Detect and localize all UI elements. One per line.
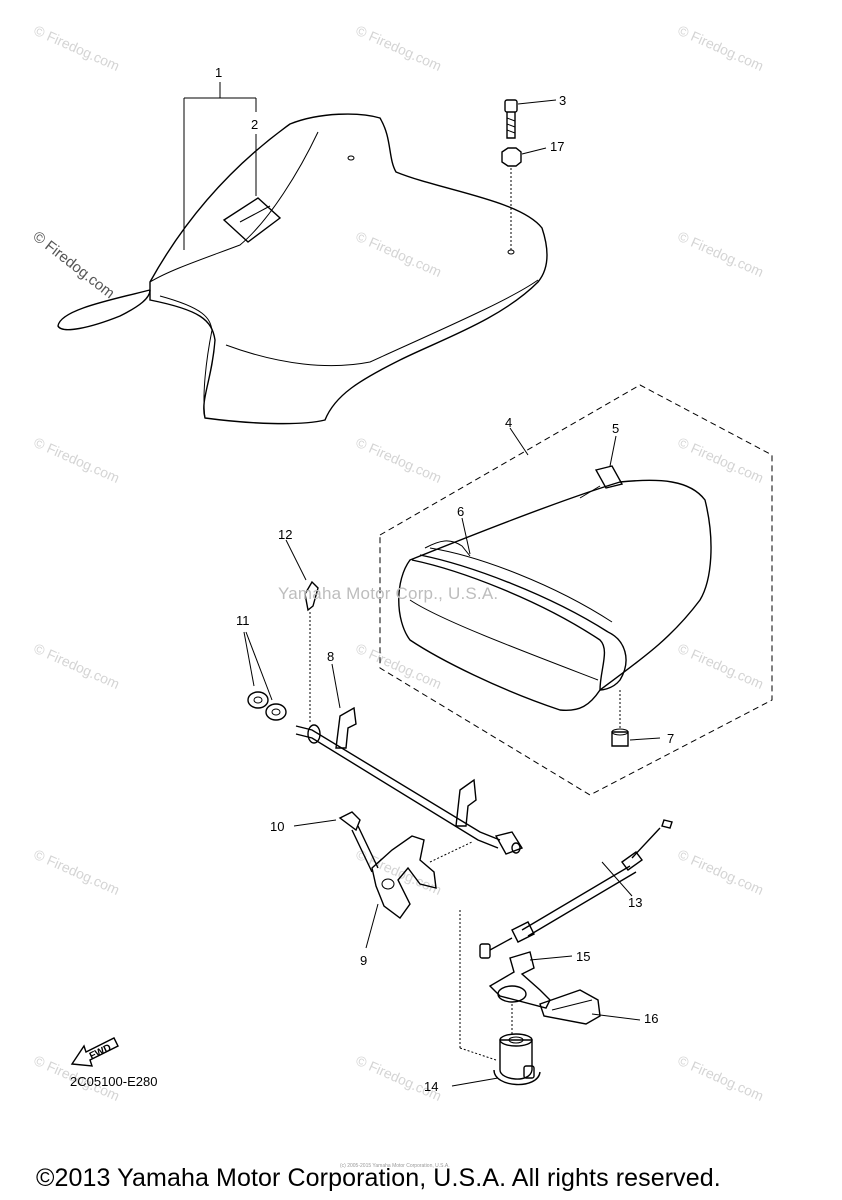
lock-assembly [459, 910, 601, 1086]
callout-3: 3 [559, 93, 567, 108]
callout-15: 15 [576, 949, 591, 964]
copyright-notice: ©2013 Yamaha Motor Corporation, U.S.A. A… [36, 1164, 721, 1192]
center-watermark: Yamaha Motor Corp., U.S.A. [278, 584, 499, 603]
leader-lines [183, 82, 661, 1087]
callout-16: 16 [644, 1011, 659, 1026]
callout-12: 12 [278, 527, 293, 542]
callout-1: 1 [215, 65, 223, 80]
callout-7: 7 [667, 731, 675, 746]
diagram-part-code: 2C05100-E280 [70, 1074, 158, 1089]
latch-bracket [338, 811, 473, 919]
callout-17: 17 [550, 139, 565, 154]
callout-8: 8 [327, 649, 335, 664]
callout-6: 6 [457, 504, 465, 519]
fwd-label: FWD [88, 1042, 113, 1062]
callout-2: 2 [251, 117, 259, 132]
callout-5: 5 [612, 421, 620, 436]
callout-9: 9 [360, 953, 368, 968]
release-cable [479, 819, 673, 959]
callout-4: 4 [505, 415, 513, 430]
bolt-and-collar [501, 99, 522, 255]
kit-boundary [379, 384, 773, 796]
callout-14: 14 [424, 1079, 439, 1094]
latch-rod [243, 580, 524, 855]
fine-print: (c) 2005-2015 Yamaha Motor Corporation, … [340, 1163, 450, 1169]
seat-assembly [57, 113, 548, 425]
forward-arrow-icon: FWD [70, 1037, 119, 1067]
callout-13: 13 [628, 895, 643, 910]
storage-case [398, 465, 712, 747]
callout-11: 11 [236, 613, 250, 628]
callout-10: 10 [270, 819, 285, 834]
